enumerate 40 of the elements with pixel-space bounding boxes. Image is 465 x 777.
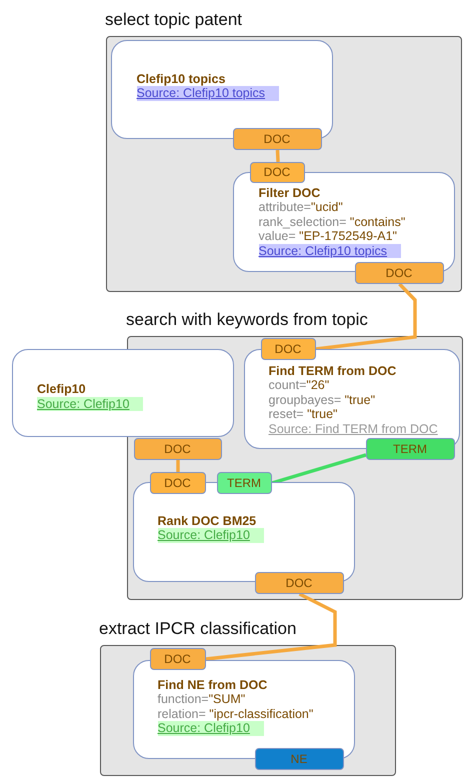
process-title: Find TERM from DOC <box>268 364 396 378</box>
port-tab: DOC <box>250 162 304 182</box>
port-tab: DOC <box>150 648 206 670</box>
port-tab: DOC <box>134 438 222 460</box>
parameter-text: relation= "ipcr-classification" <box>158 706 314 721</box>
connector-line <box>206 592 337 661</box>
source-link: Source: Clefip10 <box>37 396 144 411</box>
parameter-text: attribute="ucid" <box>258 200 343 214</box>
port-tab: DOC <box>150 472 206 494</box>
connector-line <box>272 453 366 485</box>
port-tab: DOC <box>354 262 444 284</box>
process-title: Find NE from DOC <box>158 678 268 692</box>
connector-line <box>316 282 417 351</box>
port-tab: TERM <box>216 472 272 494</box>
parameter-text: function="SUM" <box>158 692 246 706</box>
group-title: search with keywords from topic <box>126 310 368 330</box>
source-link: Source: Clefip10 <box>158 528 264 542</box>
process-title: Clefip10 topics <box>136 72 226 86</box>
source-link: Source: Find TERM from DOC <box>268 422 439 436</box>
process-title: Filter DOC <box>258 186 320 200</box>
port-tab: DOC <box>260 338 316 360</box>
connector-line <box>276 150 280 162</box>
port-tab: NE <box>254 748 344 770</box>
connector-line <box>176 460 180 472</box>
port-tab: DOC <box>254 572 344 594</box>
group-title: extract IPCR classification <box>99 619 296 639</box>
parameter-text: count="26" <box>268 378 330 392</box>
process-box <box>12 349 234 437</box>
port-tab: DOC <box>232 128 322 150</box>
source-link: Source: Clefip10 <box>158 721 264 736</box>
parameter-text: rank_selection= "contains" <box>258 214 406 229</box>
process-title: Rank DOC BM25 <box>158 514 256 528</box>
group-title: select topic patent <box>105 10 242 30</box>
source-link: Source: Clefip10 topics <box>136 86 280 100</box>
process-title: Clefip10 <box>37 382 86 396</box>
source-link: Source: Clefip10 topics <box>258 244 402 258</box>
parameter-text: groupbayes= "true" <box>268 392 376 407</box>
parameter-text: reset= "true" <box>268 407 338 422</box>
parameter-text: value= "EP-1752549-A1" <box>258 229 397 244</box>
port-tab: TERM <box>366 438 454 460</box>
